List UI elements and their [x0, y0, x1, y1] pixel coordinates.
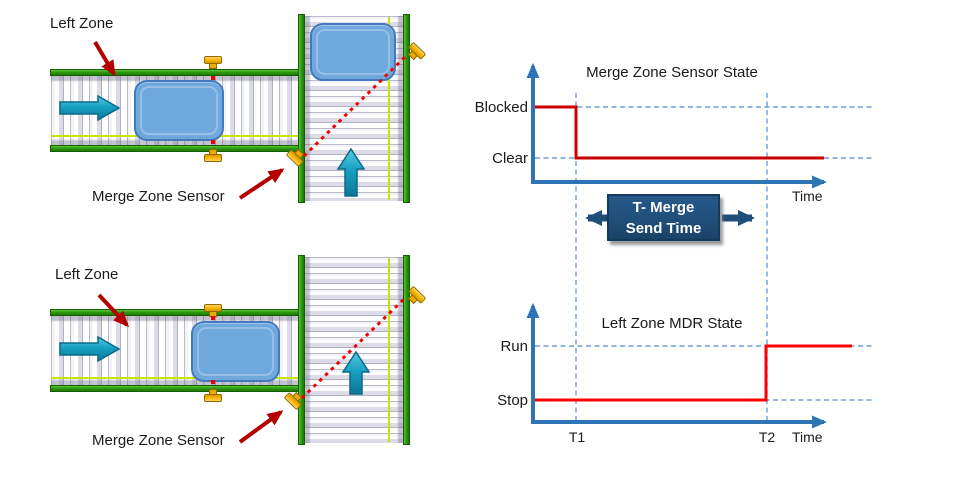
conveyor-rail: [298, 255, 305, 445]
t2-tick-label: T2: [758, 429, 776, 445]
stop-level-label: Stop: [497, 392, 528, 409]
conveyor-rail: [403, 255, 410, 445]
zone-sensor-icon: [204, 56, 222, 70]
run-level-label: Run: [500, 338, 528, 355]
conveyor-rail: [50, 309, 299, 316]
left-zone-label: Left Zone: [55, 266, 119, 283]
zone-sensor-icon: [204, 304, 222, 318]
photo-eye-line: [51, 377, 299, 379]
zone-sensor-icon: [204, 388, 222, 402]
package-left-zone: [191, 321, 280, 382]
zone-sensor-icon: [204, 148, 222, 162]
merge-zone-sensor-label: Merge Zone Sensor: [92, 188, 225, 205]
conveyor-rail: [50, 69, 299, 76]
sensor-state-step-line: [535, 105, 824, 160]
conveyor-rail: [50, 385, 299, 392]
blocked-level-label: Blocked: [474, 99, 528, 116]
chart-gridlines: [535, 93, 872, 424]
sensor-state-chart: [526, 63, 827, 189]
clear-level-label: Clear: [492, 150, 528, 167]
sensor-chart-title: Merge Zone Sensor State: [586, 64, 758, 81]
t1-tick-label: T1: [568, 429, 586, 445]
mdr-chart-title: Left Zone MDR State: [601, 315, 743, 332]
tmerge-send-time-callout: T- Merge Send Time: [607, 194, 720, 241]
photo-eye-line: [388, 258, 390, 442]
merge-sensor-callout-arrow: [238, 410, 284, 444]
merge-zone-sensor-label: Merge Zone Sensor: [92, 432, 225, 449]
merge-sensor-callout-arrow: [238, 168, 285, 200]
mdr-state-step-line: [535, 344, 852, 402]
tmerge-line2: Send Time: [625, 219, 702, 237]
conveyor-rail: [298, 14, 305, 203]
time-axis-label: Time: [792, 188, 823, 204]
conveyor-rail: [403, 14, 410, 203]
time-axis-label: Time: [792, 429, 823, 445]
package-left-zone: [134, 80, 224, 141]
tmerge-line1: T- Merge: [632, 198, 695, 216]
conveyor-rail: [50, 145, 299, 152]
package-merge-lane: [310, 23, 396, 81]
left-zone-label: Left Zone: [50, 15, 114, 32]
